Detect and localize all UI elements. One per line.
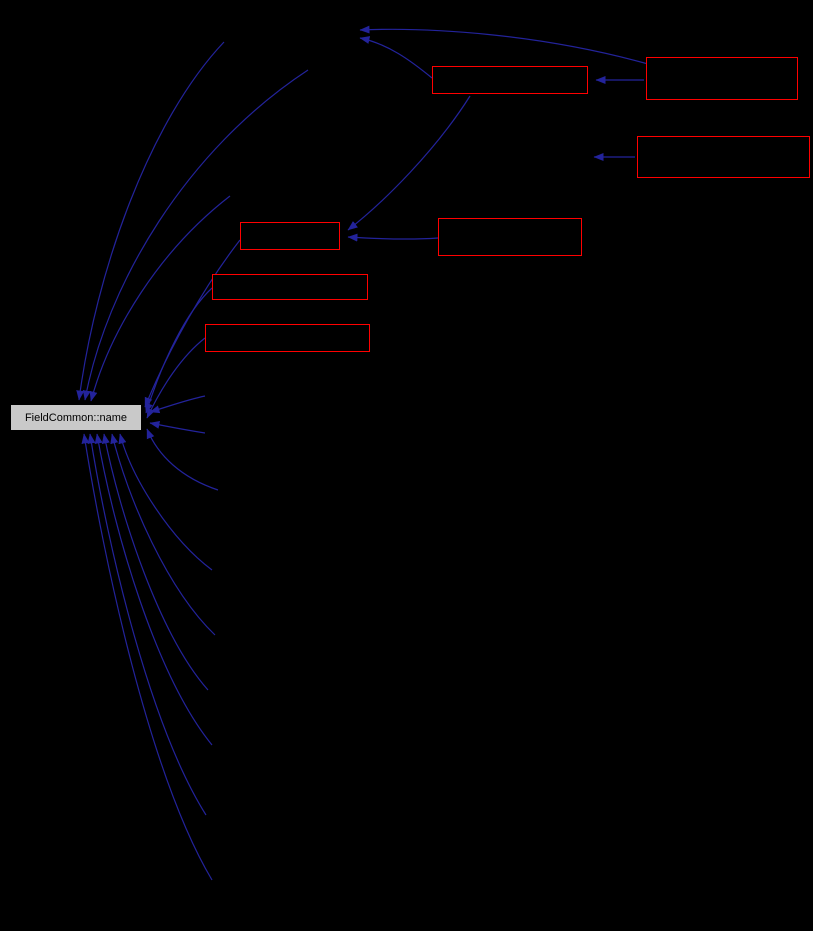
edge-curve bbox=[87, 433, 207, 816]
edge-curve bbox=[149, 420, 206, 434]
caller-node-6[interactable] bbox=[212, 274, 368, 300]
edge-curve bbox=[76, 41, 225, 401]
edge-curve bbox=[359, 25, 649, 65]
edge-curve bbox=[149, 395, 206, 414]
caller-node-2[interactable] bbox=[646, 57, 798, 100]
caller-node-1[interactable] bbox=[432, 66, 588, 94]
node-fieldcommon-name: FieldCommon::name bbox=[10, 404, 142, 431]
node-fieldcommon-name-label: FieldCommon::name bbox=[24, 411, 128, 424]
edge-curve bbox=[89, 195, 231, 402]
caller-node-3[interactable] bbox=[637, 136, 810, 178]
edge-curve bbox=[118, 433, 213, 571]
edge-curve bbox=[82, 69, 309, 401]
edge-curve bbox=[146, 428, 219, 491]
edge-curve bbox=[81, 433, 213, 881]
edge-curve bbox=[145, 287, 213, 414]
caller-node-7[interactable] bbox=[205, 324, 370, 352]
edge-curve bbox=[94, 433, 213, 746]
caller-node-4[interactable] bbox=[240, 222, 340, 250]
edge-curve bbox=[101, 433, 209, 691]
caller-node-5[interactable] bbox=[438, 218, 582, 256]
edge-curve bbox=[110, 433, 216, 636]
edge-curve bbox=[359, 36, 433, 79]
edge-curve bbox=[347, 233, 439, 242]
edge-curve bbox=[146, 337, 206, 419]
edge-curve bbox=[347, 95, 471, 231]
